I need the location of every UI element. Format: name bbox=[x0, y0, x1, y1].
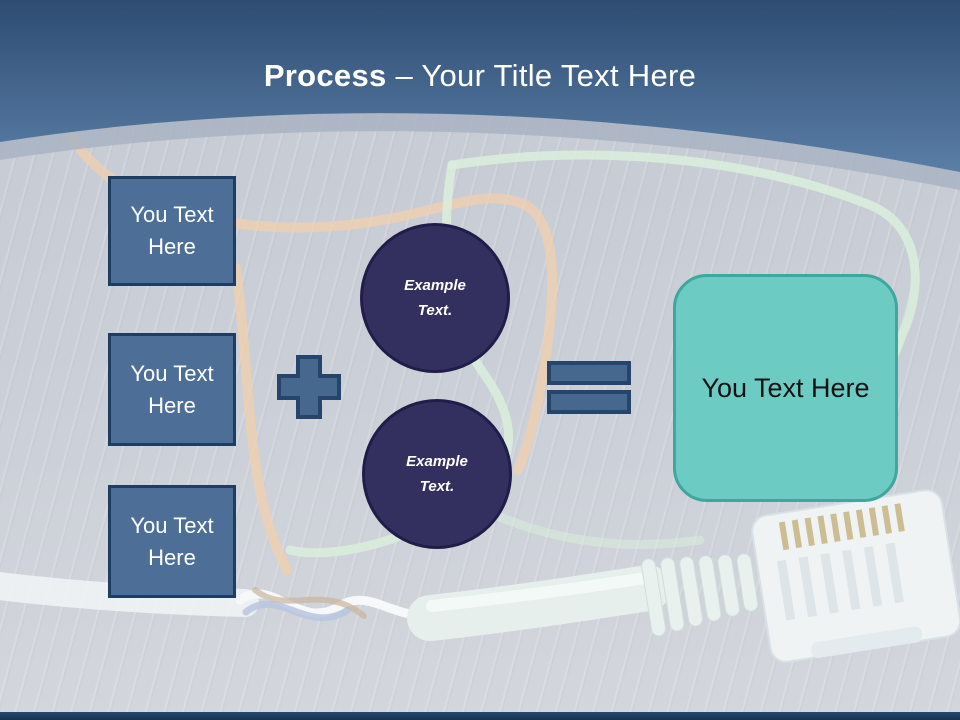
process-input-box-2: You Text Here bbox=[108, 333, 236, 446]
process-result-box-label: You Text Here bbox=[701, 372, 870, 403]
rj45-boot bbox=[641, 553, 759, 637]
process-step-circle-1: Example Text. bbox=[360, 223, 510, 373]
equals-icon bbox=[547, 361, 631, 414]
process-step-circle-2-label: Example Text. bbox=[406, 452, 468, 496]
slide-title-subtitle: – Your Title Text Here bbox=[386, 58, 697, 93]
rj45-connector bbox=[751, 489, 960, 663]
header-curve bbox=[0, 0, 960, 190]
process-input-box-1-label: You Text Here bbox=[130, 202, 214, 259]
process-result-box: You Text Here bbox=[673, 274, 898, 502]
process-input-box-2-label: You Text Here bbox=[130, 360, 214, 418]
slide-title-keyword: Process bbox=[263, 58, 387, 93]
slide-title: Process – Your Title Text Here bbox=[0, 58, 960, 94]
process-input-box-3: You Text Here bbox=[108, 485, 236, 598]
process-step-circle-1-label: Example Text. bbox=[404, 276, 466, 320]
process-input-box-1: You Text Here bbox=[108, 176, 236, 286]
process-input-box-3-label: You Text Here bbox=[130, 512, 214, 570]
bottom-accent-bar bbox=[0, 712, 960, 720]
process-step-circle-2: Example Text. bbox=[362, 399, 512, 549]
plus-icon bbox=[277, 355, 341, 419]
